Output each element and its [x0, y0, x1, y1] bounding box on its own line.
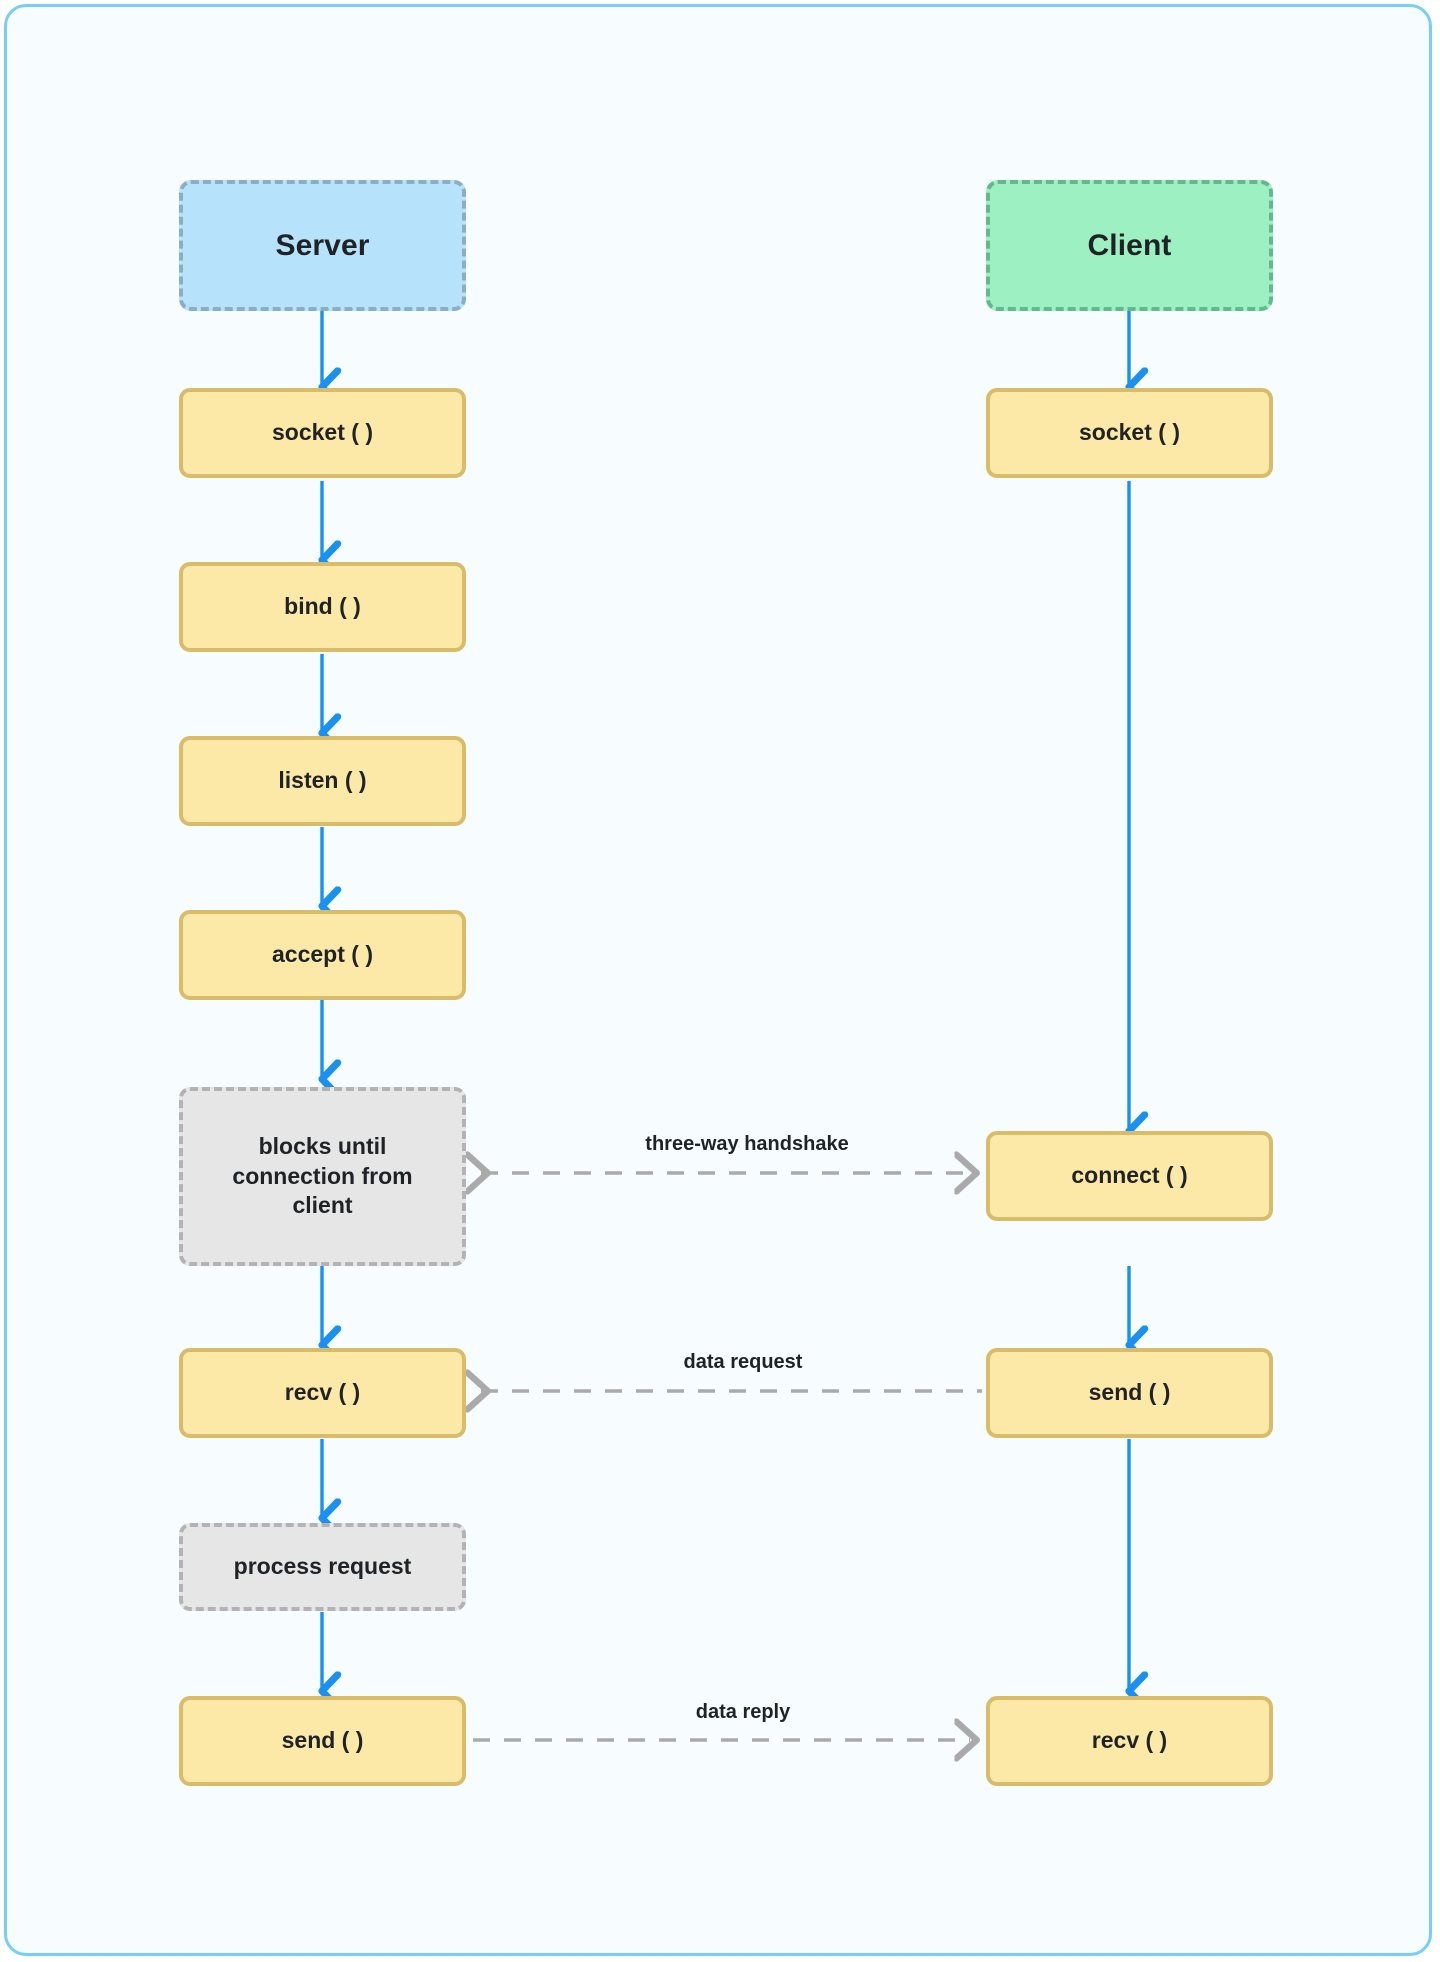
- node-server-process-request-label: process request: [233, 1553, 412, 1580]
- lane-header-server-label: Server: [275, 229, 370, 262]
- lane-header-server[interactable]: Server: [179, 180, 466, 311]
- lane-header-client-label: Client: [1087, 229, 1172, 262]
- node-server-process-request[interactable]: process request: [179, 1523, 466, 1611]
- node-client-connect[interactable]: connect ( ): [986, 1131, 1273, 1221]
- node-server-bind[interactable]: bind ( ): [179, 562, 466, 652]
- node-server-socket-label: socket ( ): [272, 419, 373, 446]
- message-label-three-way-handshake: three-way handshake: [645, 1133, 849, 1155]
- message-label-data-request: data request: [683, 1351, 803, 1373]
- node-server-accept-label: accept ( ): [272, 941, 373, 968]
- node-client-connect-label: connect ( ): [1071, 1162, 1188, 1189]
- node-client-send[interactable]: send ( ): [986, 1348, 1273, 1438]
- node-client-socket-label: socket ( ): [1079, 419, 1180, 446]
- message-label-data-reply: data reply: [695, 1701, 791, 1723]
- node-server-accept[interactable]: accept ( ): [179, 910, 466, 1000]
- node-server-send[interactable]: send ( ): [179, 1696, 466, 1786]
- node-server-listen-label: listen ( ): [278, 767, 367, 794]
- node-client-recv-label: recv ( ): [1091, 1727, 1168, 1754]
- node-client-recv[interactable]: recv ( ): [986, 1696, 1273, 1786]
- node-server-blocks-until-connection[interactable]: blocks until connection from client: [179, 1087, 466, 1266]
- node-client-send-label: send ( ): [1088, 1379, 1171, 1406]
- node-server-recv-label: recv ( ): [284, 1379, 361, 1406]
- diagram-frame: Server socket ( ) bind ( ) listen ( ) ac…: [4, 4, 1432, 1956]
- node-server-recv[interactable]: recv ( ): [179, 1348, 466, 1438]
- node-server-send-label: send ( ): [281, 1727, 364, 1754]
- node-client-socket[interactable]: socket ( ): [986, 388, 1273, 478]
- node-server-bind-label: bind ( ): [284, 593, 361, 620]
- node-server-socket[interactable]: socket ( ): [179, 388, 466, 478]
- diagram-canvas: Server socket ( ) bind ( ) listen ( ) ac…: [7, 7, 1429, 1953]
- node-server-listen[interactable]: listen ( ): [179, 736, 466, 826]
- lane-header-client[interactable]: Client: [986, 180, 1273, 311]
- node-server-blocks-until-connection-label: blocks until connection from client: [232, 1132, 413, 1219]
